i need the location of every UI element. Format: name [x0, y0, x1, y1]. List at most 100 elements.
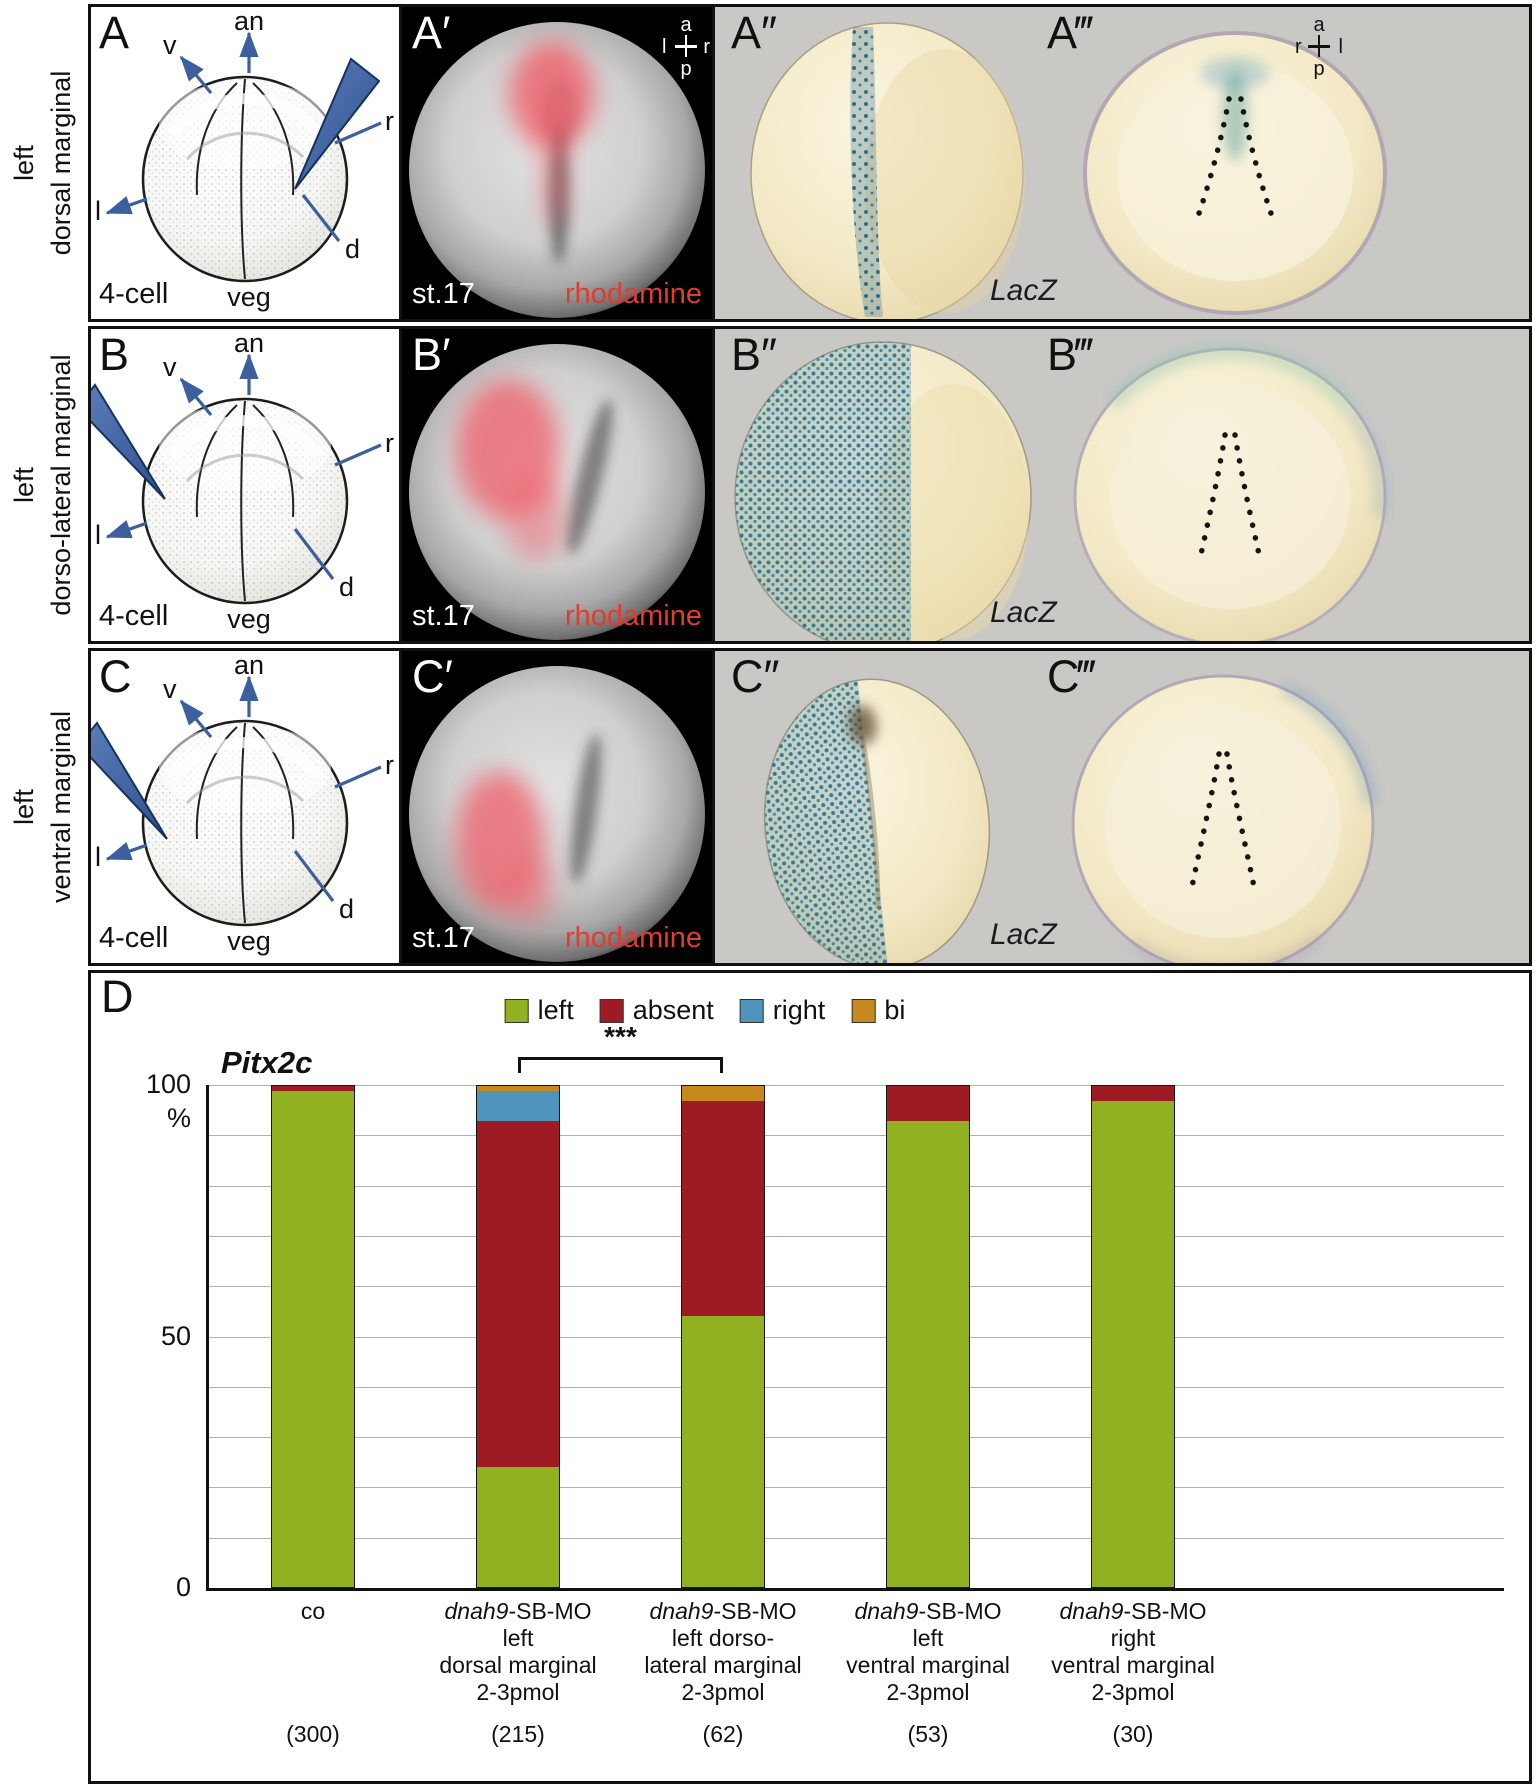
legend-label: left — [537, 995, 574, 1025]
sample-count: (62) — [702, 1721, 744, 1747]
stacked-bar — [681, 1085, 765, 1588]
axis-label-vegetal: veg — [227, 604, 271, 634]
stage-label: st.17 — [412, 922, 475, 954]
dye-label: rhodamine — [564, 278, 702, 310]
gridline — [209, 1185, 1504, 1187]
compass-cross-icon — [684, 35, 688, 57]
panel-letter: B — [99, 329, 130, 380]
legend-label: right — [772, 995, 826, 1025]
bar-segment-absent — [272, 1086, 354, 1092]
sample-count: (30) — [1112, 1721, 1154, 1747]
lacz-stained-embryos-photo — [750, 670, 1378, 963]
chart-title: Pitx2c — [221, 1045, 313, 1080]
compass-left: l — [662, 36, 667, 58]
side-label-line1: left — [9, 788, 39, 826]
side-label-line2: dorsal marginal — [46, 70, 76, 256]
legend-label: bi — [884, 995, 906, 1025]
stage-label: st.17 — [412, 278, 475, 310]
panel-letter: C‴ — [1047, 651, 1096, 702]
lacz-stained-embryos-photo — [750, 22, 1387, 319]
bar-segment-right — [477, 1091, 559, 1122]
panel-letter: C′ — [412, 651, 453, 702]
stage-label: st.17 — [412, 600, 475, 632]
legend-item-bi: bi — [851, 995, 905, 1026]
injection-needle-icon — [91, 721, 168, 840]
panel-letter: A — [99, 7, 130, 58]
bar-segment-left — [272, 1091, 354, 1587]
cell-stage-label: 4-cell — [99, 600, 169, 632]
bar-segment-bi — [682, 1086, 764, 1102]
x-axis-label: co — [300, 1598, 326, 1624]
injection-needle-icon — [91, 383, 166, 500]
bar-segment-absent — [682, 1101, 764, 1317]
side-label-line1: left — [9, 466, 39, 504]
axis-label-dorsal: d — [339, 894, 355, 924]
dye-label: rhodamine — [564, 922, 702, 954]
gridline — [209, 1286, 1504, 1288]
side-label-line2: dorso-lateral marginal — [46, 354, 76, 616]
axis-label-right: r — [385, 750, 394, 780]
gridline — [209, 1437, 1504, 1439]
bar-segment-bi — [477, 1086, 559, 1092]
compass-anterior: a — [1313, 14, 1325, 36]
schematic-panel-a: A an v l r d veg 4-cell — [88, 4, 402, 322]
cell-stage-label: 4-cell — [99, 278, 169, 310]
significance-bracket — [518, 1057, 723, 1073]
side-label-line1: left — [9, 144, 39, 182]
legend-item-absent: absent — [599, 995, 714, 1026]
gridline — [209, 1235, 1504, 1237]
bar-segment-absent — [887, 1086, 969, 1122]
axis-label-vegetal: veg — [227, 282, 271, 312]
gridline — [209, 1135, 1504, 1137]
rhodamine-embryo-photo — [409, 666, 705, 962]
compass-posterior: p — [680, 58, 692, 80]
y-axis-line — [206, 1085, 209, 1588]
axis-label-left: l — [95, 842, 101, 872]
compass-right: r — [1295, 36, 1302, 58]
bar-segment-left — [1092, 1101, 1174, 1587]
lacz-panel-c: C″ C‴ LacZ — [712, 648, 1532, 966]
panel-letter: B″ — [731, 329, 777, 380]
panel-letter: B‴ — [1047, 329, 1093, 380]
schematic-panel-c: C an v l r d veg 4-cell — [88, 648, 402, 966]
orientation-compass-icon: a l r p — [662, 15, 710, 79]
lacz-panel-b: B″ B‴ LacZ — [712, 326, 1532, 644]
gridline — [209, 1487, 1504, 1489]
compass-posterior: p — [1313, 58, 1325, 80]
side-label-line2: ventral marginal — [46, 710, 76, 904]
compass-anterior: a — [680, 14, 692, 36]
lacz-panel-a: A″ A‴ a r l p LacZ — [712, 4, 1532, 322]
rhodamine-panel-b: B′ st.17 rhodamine — [399, 326, 715, 644]
compass-cross-icon — [1317, 35, 1321, 57]
bar-segment-absent — [1092, 1086, 1174, 1102]
panel-letter: A‴ — [1047, 7, 1093, 58]
bar-segment-left — [477, 1466, 559, 1587]
legend-item-left: left — [504, 995, 574, 1026]
four-cell-embryo-schematic — [105, 31, 382, 283]
compass-left: l — [1338, 36, 1343, 58]
stacked-bar — [886, 1085, 970, 1588]
axis-label-dorsal: d — [345, 234, 361, 264]
bar-segment-left — [682, 1316, 764, 1587]
stain-label: LacZ — [990, 274, 1057, 307]
legend-swatch-absent — [599, 998, 624, 1023]
injection-needle-icon — [294, 57, 381, 190]
compass-right: r — [703, 36, 710, 58]
x-axis-line — [206, 1588, 1504, 1591]
panel-letter: C — [99, 651, 132, 702]
lacz-stained-embryos-photo — [734, 341, 1388, 641]
stacked-bar — [1091, 1085, 1175, 1588]
y-tick-label: 100 — [145, 1069, 191, 1099]
stain-label: LacZ — [990, 596, 1057, 629]
gridline — [209, 1386, 1504, 1388]
gridline — [209, 1537, 1504, 1539]
chart-legend: left absent right bi — [504, 995, 905, 1026]
sample-count: (215) — [491, 1721, 545, 1747]
